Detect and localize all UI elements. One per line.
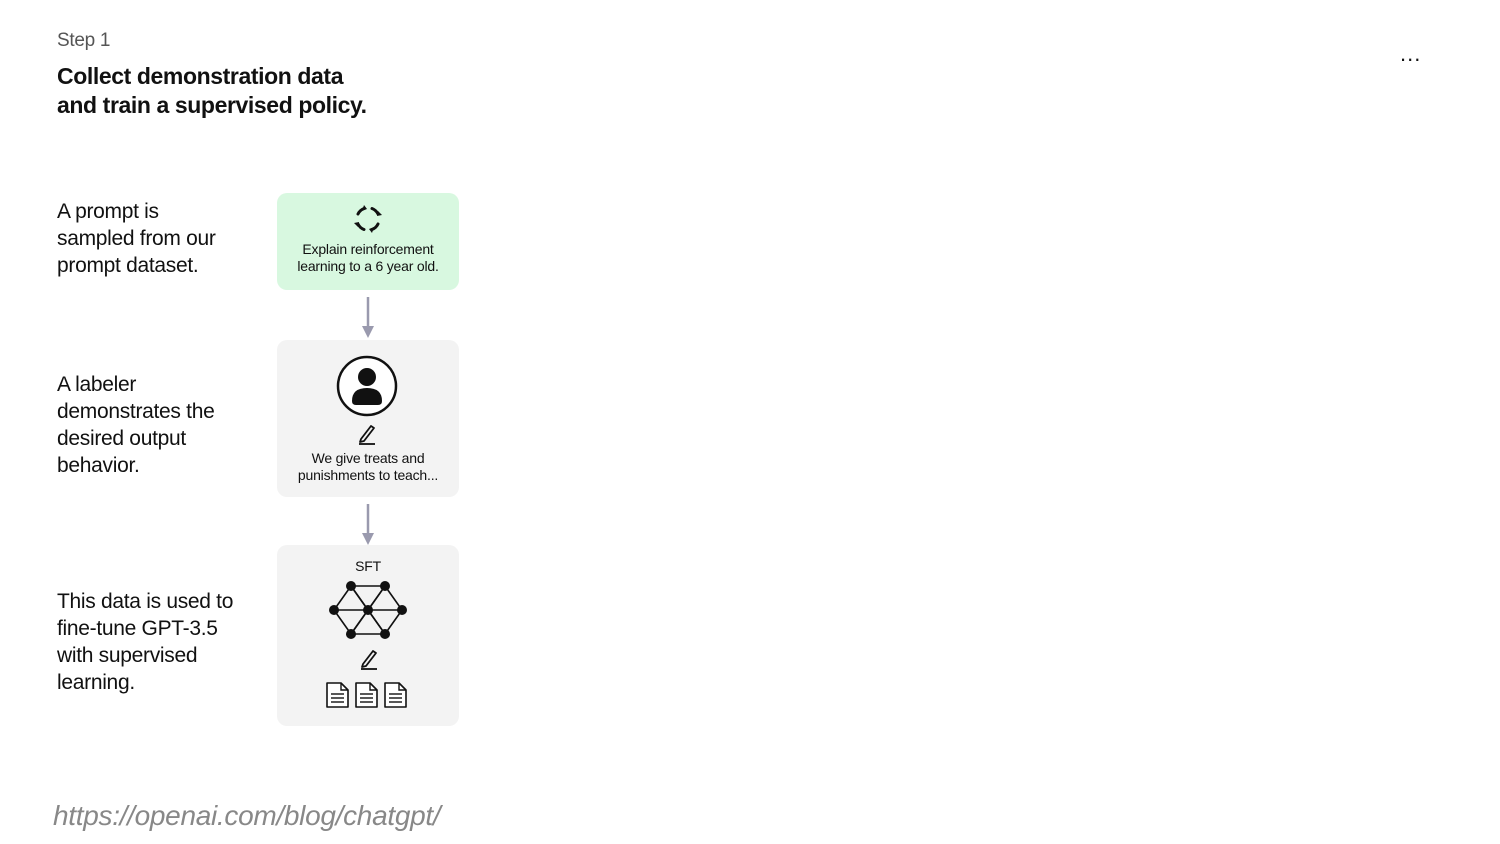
source-url-link[interactable]: https://openai.com/blog/chatgpt/ [53, 800, 441, 831]
page-title: Collect demonstration data and train a s… [57, 62, 437, 120]
step-label: Step 1 [57, 30, 111, 51]
prompt-box: Explain reinforcement learning to a 6 ye… [277, 193, 459, 290]
neural-network-icon [329, 581, 407, 639]
arrow-down-icon [362, 504, 374, 545]
step-1-description: A prompt is sampled from our prompt data… [57, 200, 216, 277]
labeler-box: We give treats and punishments to teach.… [277, 340, 459, 497]
sft-label: SFT [355, 558, 381, 574]
more-options-button[interactable]: ... [1400, 41, 1422, 66]
person-icon [336, 355, 398, 417]
pencil-icon [359, 425, 375, 445]
title-line-2: and train a supervised policy. [57, 92, 367, 118]
step-2-description: A labeler demonstrates the desired outpu… [57, 373, 215, 477]
step-3-description: This data is used to fine-tune GPT-3.5 w… [57, 590, 234, 694]
documents-icon [326, 682, 407, 708]
sft-box: SFT [277, 545, 459, 726]
arrow-down-icon [362, 297, 374, 338]
pencil-icon [361, 650, 377, 670]
title-line-1: Collect demonstration data [57, 63, 344, 89]
demonstration-text: We give treats and punishments to teach.… [297, 450, 439, 483]
prompt-text: Explain reinforcement learning to a 6 ye… [297, 241, 439, 274]
cycle-icon [354, 205, 382, 233]
